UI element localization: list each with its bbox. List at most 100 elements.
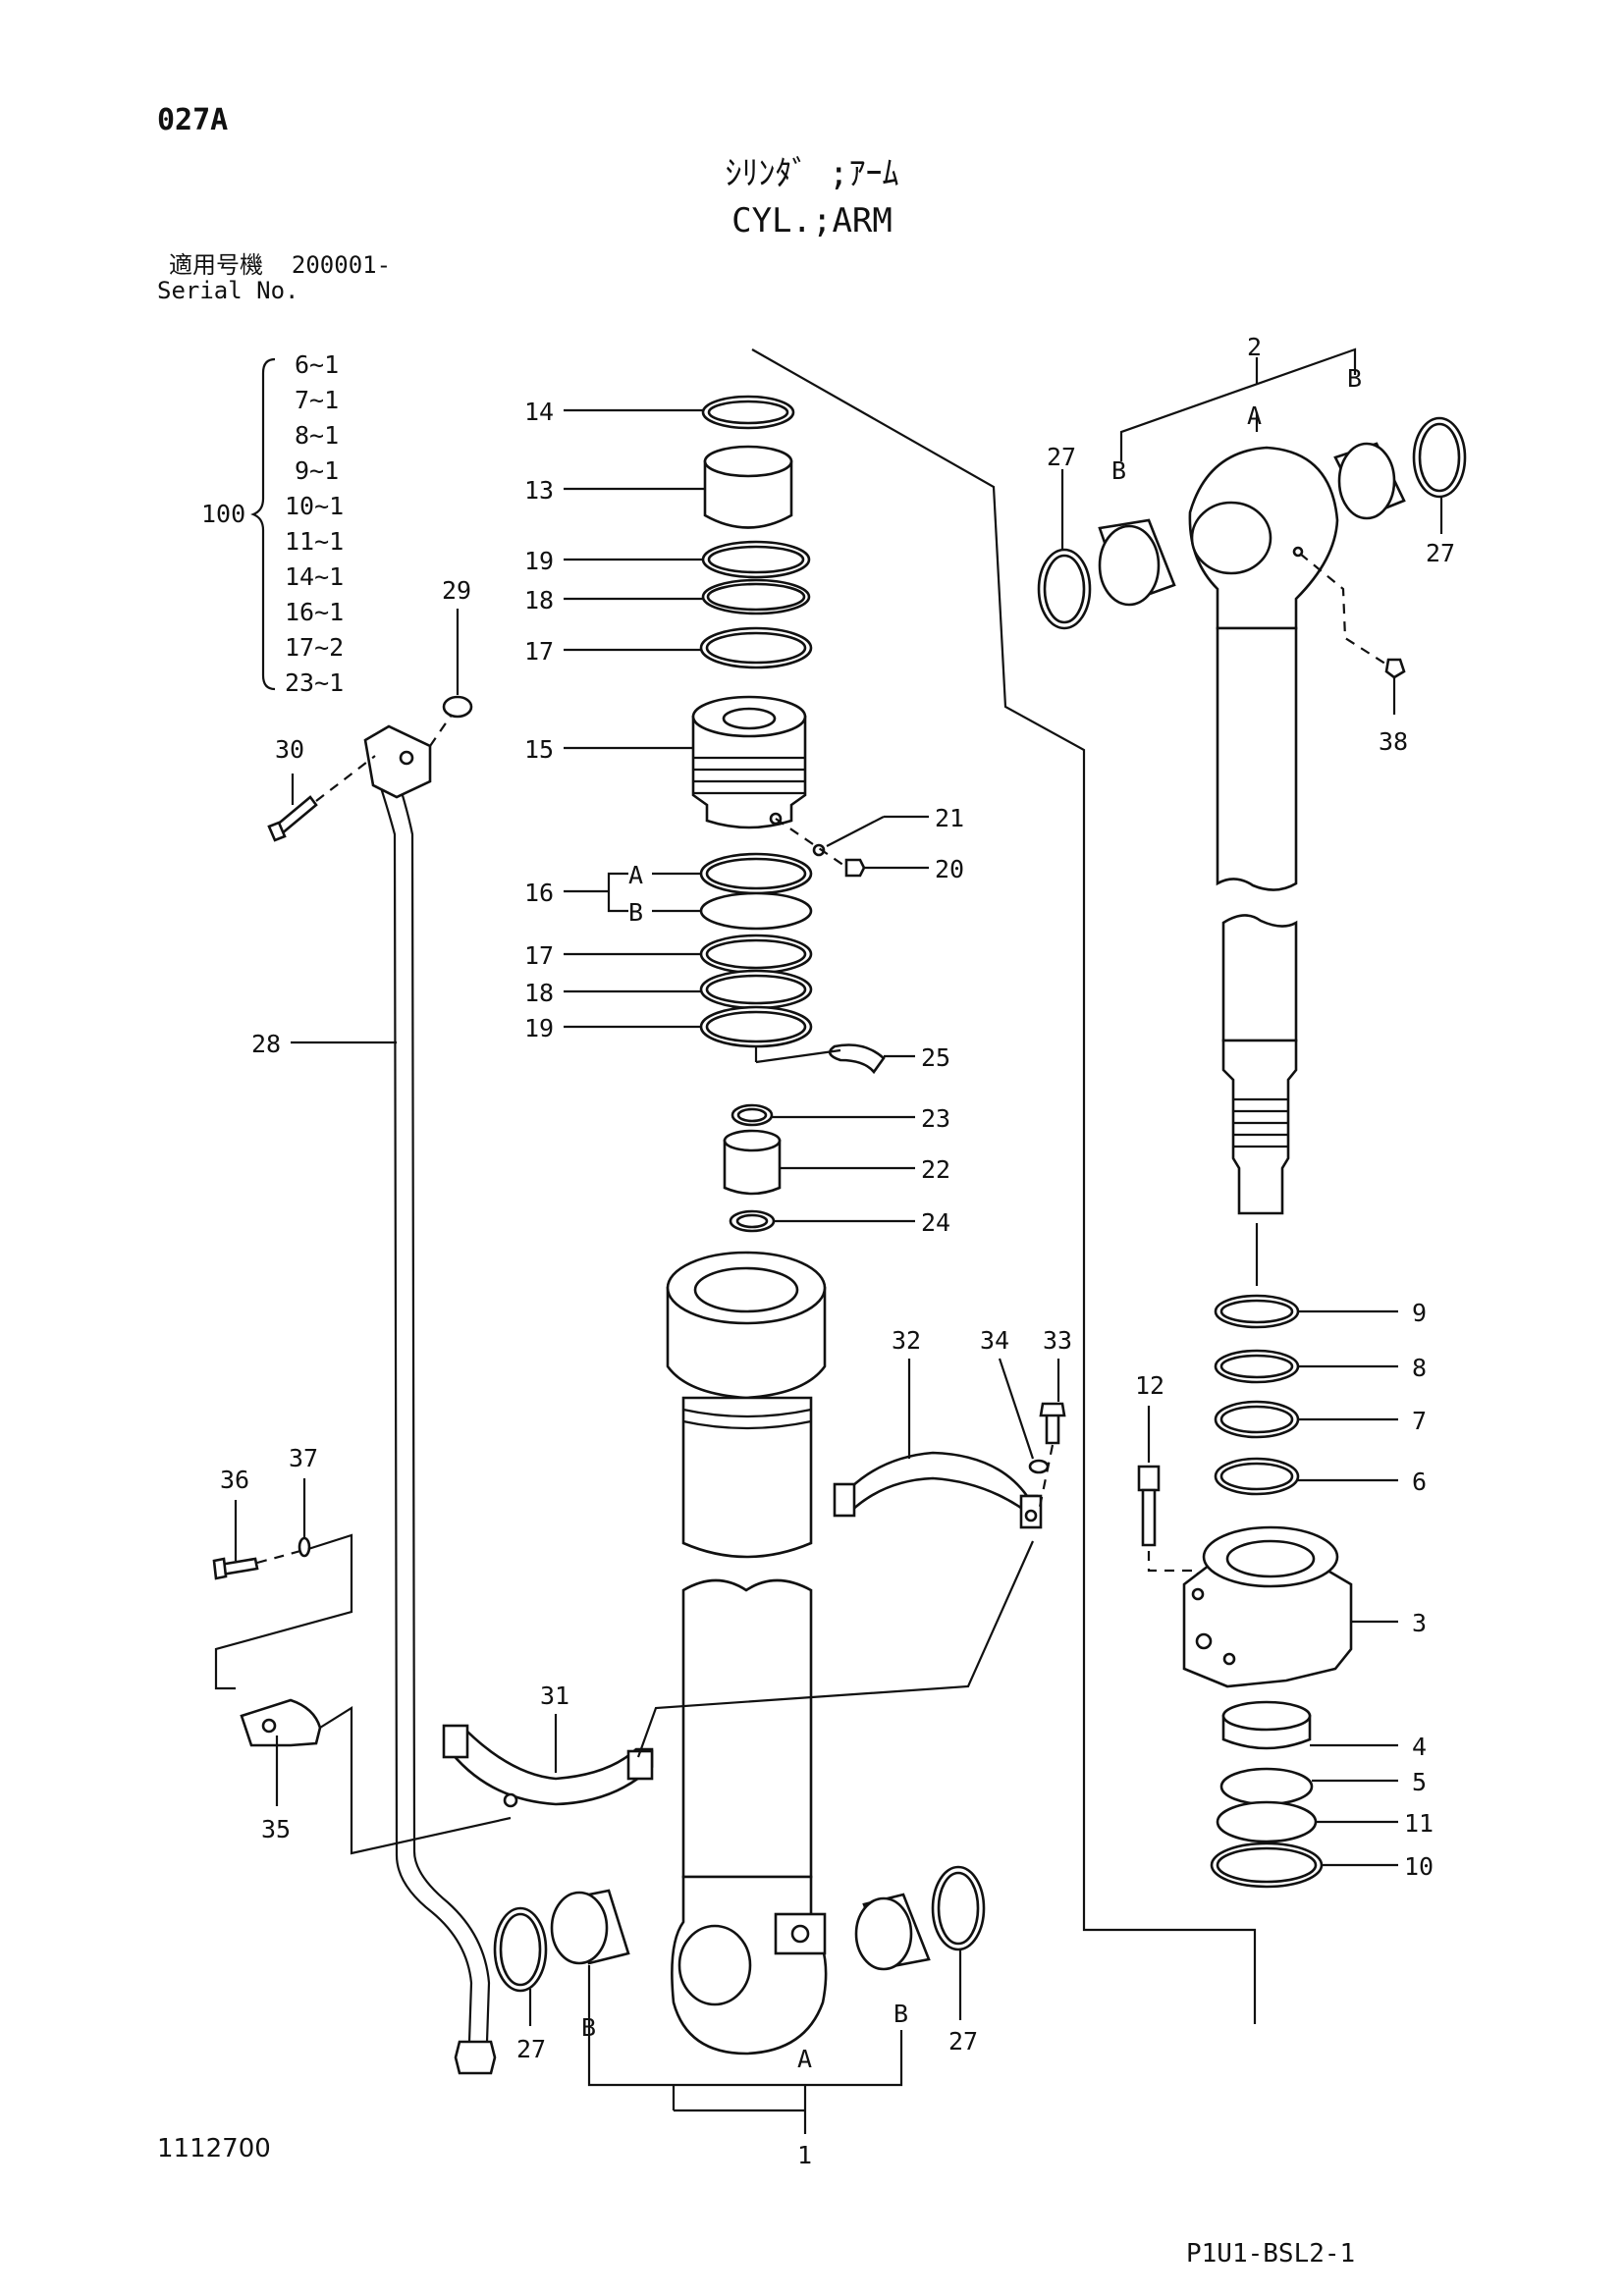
part-1-port-hole: [790, 1924, 810, 1944]
kit-item: 10~1: [285, 492, 344, 520]
part-33-bolt: [1045, 1412, 1060, 1445]
kit-item: 14~1: [285, 562, 344, 591]
part-10-inner: [1216, 1846, 1318, 1884]
part-2-bushing-left-face: [1098, 524, 1161, 607]
part-16b-ring: [699, 891, 813, 931]
label-2b-right: B: [1347, 364, 1362, 393]
callout-19: 19: [524, 547, 554, 575]
kit-item: 11~1: [285, 527, 344, 556]
part-12-bolt-head: [1137, 1465, 1161, 1492]
assembly-line-31: [636, 1540, 1035, 1758]
callout-29: 29: [442, 576, 471, 605]
callout-27-ur: 27: [1426, 539, 1455, 567]
bracket-2: [1119, 347, 1357, 461]
callout-27-ul: 27: [1047, 443, 1076, 471]
part-6-inner: [1219, 1462, 1294, 1491]
part-11-ring: [1216, 1800, 1318, 1843]
callout-12: 12: [1135, 1371, 1164, 1400]
drawing-number: 1112700: [157, 2134, 271, 2163]
callout-1: 1: [797, 2141, 812, 2169]
part-13-top: [703, 445, 793, 478]
callout-17-low: 17: [524, 941, 554, 970]
label-16b: B: [628, 898, 643, 927]
callout-31: 31: [540, 1682, 569, 1710]
bracket-1: [587, 1965, 903, 2087]
part-20-setscrew: [844, 858, 866, 878]
part-19-lower-ring-inner: [705, 1010, 807, 1043]
part-18-ring-inner: [706, 582, 806, 612]
kit-item: 16~1: [285, 598, 344, 626]
piston-dashline: [775, 818, 851, 871]
assembly-line-center: [751, 348, 1257, 2024]
part-13-bushing: [703, 459, 793, 529]
part-2-bushing-right-face: [1337, 442, 1396, 520]
part-5-ring: [1219, 1767, 1314, 1806]
part-31-hole: [503, 1792, 518, 1808]
part-29-oring: [442, 695, 473, 719]
part-18-lower-ring-inner: [705, 974, 807, 1005]
part-3-hole-1: [1191, 1587, 1205, 1601]
part-1-bushing-right-face: [854, 1896, 913, 1971]
kit-item: 6~1: [295, 350, 339, 379]
label-1a: A: [797, 2045, 812, 2073]
callout-18: 18: [524, 586, 554, 614]
link-25b: [755, 1048, 841, 1064]
part-2-rod-upper: [1216, 626, 1298, 891]
part-2-rod-lower: [1221, 914, 1298, 1042]
callout-9: 9: [1412, 1299, 1427, 1327]
part-15-piston: [691, 715, 807, 829]
part-7-inner: [1219, 1405, 1294, 1434]
part-27-seal-left-inner: [499, 1912, 542, 1987]
part-2-rod-thread: [1221, 1039, 1298, 1215]
callout-27-br: 27: [948, 2027, 978, 2056]
callout-35: 35: [261, 1815, 291, 1843]
callout-6: 6: [1412, 1468, 1427, 1496]
part-31-ear-left: [442, 1724, 469, 1759]
callout-32: 32: [892, 1326, 921, 1355]
callout-34: 34: [980, 1326, 1009, 1355]
part-2-rod-eye-bore: [1190, 501, 1272, 575]
label-2a: A: [1247, 401, 1262, 430]
dash-33: [1037, 1444, 1055, 1513]
assembly-line-left: [214, 1533, 512, 1855]
kit-item: 23~1: [285, 668, 344, 697]
part-1-port: [774, 1912, 827, 1955]
bracket-1-ab: [672, 2085, 807, 2112]
callout-15: 15: [524, 735, 554, 764]
callout-16: 16: [524, 879, 554, 907]
kit-item: 9~1: [295, 456, 339, 485]
part-35-clamp: [240, 1698, 322, 1747]
callout-25: 25: [921, 1043, 950, 1072]
serial-label-japanese: 適用号機 200001-: [169, 253, 391, 277]
dash-36: [256, 1549, 301, 1565]
label-16a: A: [628, 861, 643, 889]
label-1b-right: B: [893, 2000, 908, 2028]
callout-21: 21: [935, 804, 964, 832]
part-1-flange-bore: [693, 1266, 799, 1313]
part-3-bore-inner: [1225, 1539, 1316, 1578]
part-27-seal-upper-left-inner: [1043, 554, 1086, 624]
callout-20: 20: [935, 855, 964, 883]
callout-24: 24: [921, 1208, 950, 1237]
title-japanese: ｼﾘﾝﾀﾞ ;ｱｰﾑ: [725, 154, 899, 193]
callout-11: 11: [1404, 1809, 1434, 1838]
part-32-ear-left: [833, 1482, 856, 1518]
callout-8: 8: [1412, 1354, 1427, 1382]
part-28-elbow-hole: [399, 750, 414, 766]
part-37-washer: [298, 1536, 311, 1558]
part-17-ring-inner: [705, 631, 807, 665]
part-12-bolt-shank: [1141, 1488, 1157, 1547]
callout-22: 22: [921, 1155, 950, 1184]
kit-item: 17~2: [285, 633, 344, 662]
kit-label: 100: [201, 500, 245, 528]
part-1-bushing-left-face: [550, 1891, 609, 1965]
part-1-tube-lower: [681, 1578, 813, 1879]
bracket-16: [564, 872, 628, 913]
part-21-ball-2: [812, 843, 826, 857]
serial-value: 200001-: [291, 251, 392, 279]
callout-27-bl: 27: [516, 2035, 546, 2063]
part-1-tube-upper: [681, 1396, 813, 1559]
part-22-top: [723, 1129, 782, 1152]
part-3-hole-2: [1195, 1632, 1213, 1650]
part-35-hole: [261, 1718, 277, 1734]
